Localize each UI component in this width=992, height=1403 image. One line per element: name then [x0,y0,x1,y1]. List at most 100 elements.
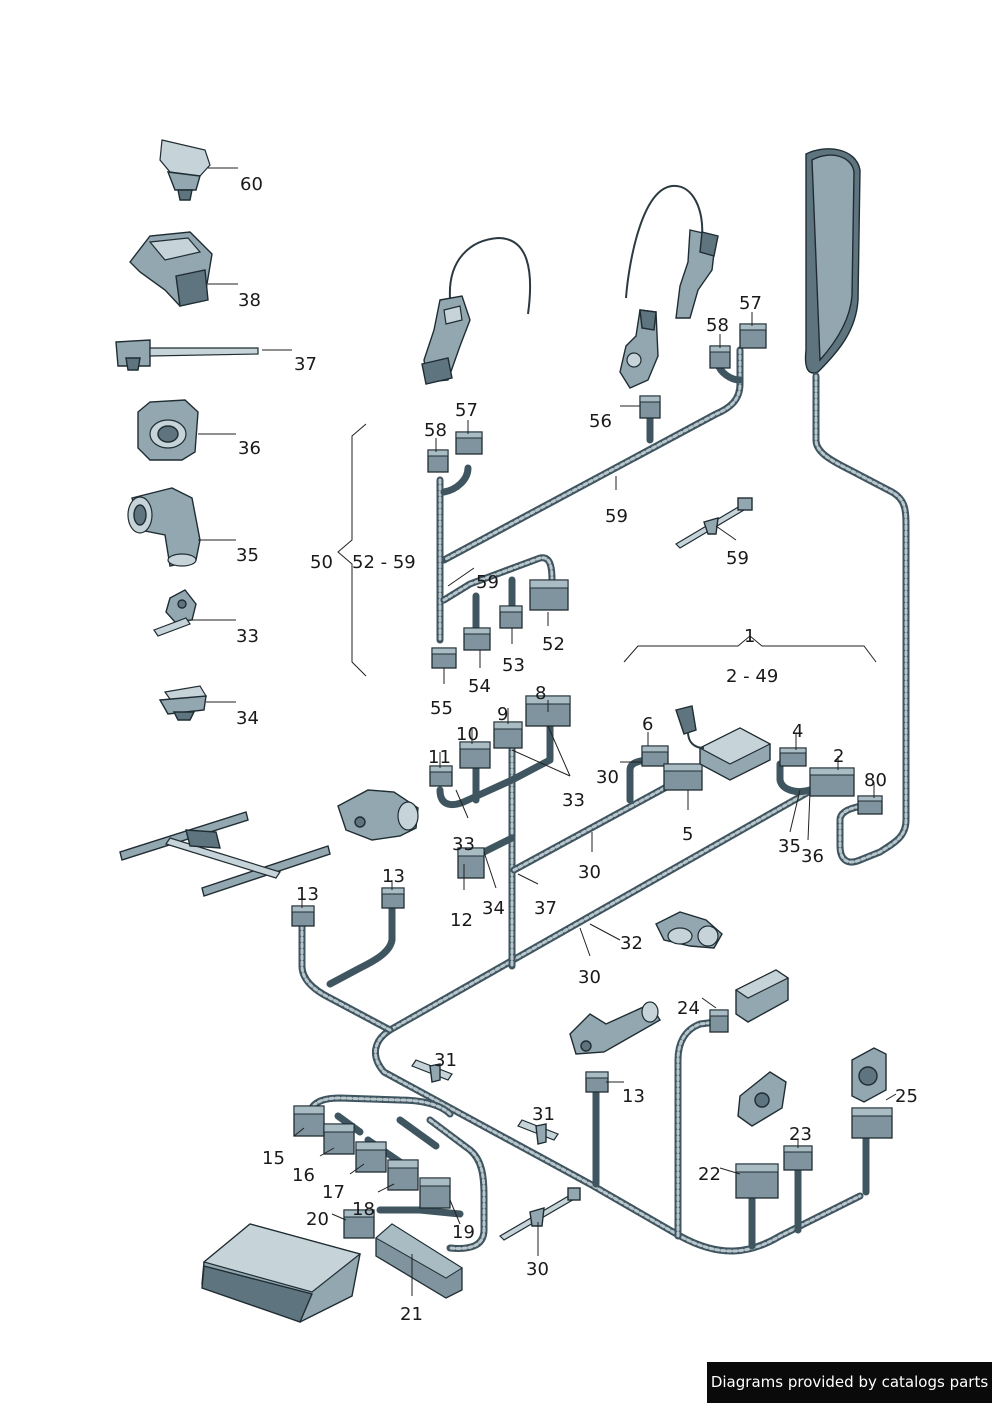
callout-5: 5 [682,824,693,845]
connector-6 [641,745,669,767]
callout-80: 80 [864,770,887,791]
connector-19 [419,1177,451,1209]
callout-30-tie: 30 [526,1259,549,1280]
connector-4 [779,747,807,767]
connector-52 [529,579,569,611]
connector-10 [459,741,491,769]
callout-18: 18 [352,1199,375,1220]
part-36-grommet [137,399,199,461]
callout-59-upper: 59 [605,506,628,527]
callout-52: 52 [542,634,565,655]
callout-34-main: 34 [482,898,505,919]
callout-59-mid: 59 [476,572,499,593]
bracket-52-59 [337,423,367,677]
callout-58-upper: 58 [424,420,447,441]
connector-17 [355,1141,387,1173]
callout-32: 32 [620,933,643,954]
callout-6: 6 [642,714,653,735]
callout-16: 16 [292,1165,315,1186]
connector-58-upper [427,449,449,473]
grommet-32-area [655,911,723,949]
callout-10: 10 [456,724,479,745]
callout-31-a: 31 [434,1050,457,1071]
connector-58-right [709,345,731,369]
connector-18 [387,1159,419,1191]
callout-30-lower: 30 [578,967,601,988]
part-35-elbow-grommet [127,487,201,567]
callout-21: 21 [400,1304,423,1325]
connector-54 [463,627,491,651]
part-37-cable-tie [115,339,259,371]
connector-23 [783,1145,813,1171]
clip-31-a [411,1059,453,1083]
callout-33: 33 [236,626,259,647]
callout-8: 8 [535,683,546,704]
connector-16 [323,1123,355,1155]
callout-23: 23 [789,1124,812,1145]
connector-57-upper [455,431,483,455]
callout-60: 60 [240,174,263,195]
connector-25 [851,1107,893,1139]
seat-motor-cable-right [625,184,719,319]
callout-36: 36 [238,438,261,459]
connector-20 [343,1209,375,1239]
callout-52-59: 52 - 59 [352,552,416,573]
lumbar-unit [737,1071,787,1127]
seat-rail-assembly [119,811,331,897]
callout-33-lower: 33 [452,834,475,855]
seat-motor-mid [337,789,419,841]
callout-59-tie: 59 [726,548,749,569]
seat-motor-lower [569,1001,661,1055]
callout-36-main: 36 [801,846,824,867]
callout-57-upper: 57 [455,400,478,421]
callout-54: 54 [468,676,491,697]
bracket-2-49 [623,635,877,663]
callout-11: 11 [428,747,451,768]
callout-53: 53 [502,655,525,676]
connector-2 [809,767,855,797]
connector-57-right [739,323,767,349]
connector-13-left-a [291,905,315,927]
callout-9: 9 [497,704,508,725]
connector-56 [639,395,661,419]
callout-12: 12 [450,910,473,931]
callout-58-right: 58 [706,315,729,336]
callout-35: 35 [236,545,259,566]
callout-labels: 60 38 37 36 35 33 34 50 52 - 59 58 57 58… [236,174,918,1325]
connector-11 [429,765,453,787]
connector-53 [499,605,523,629]
callout-25: 25 [895,1086,918,1107]
callout-35-main: 35 [778,836,801,857]
seat-motor-cable-left [421,236,532,385]
callout-20: 20 [306,1209,329,1230]
connector-5 [663,763,703,791]
callout-13-left-b: 13 [382,866,405,887]
seat-control-module [201,1223,362,1323]
connector-15 [293,1105,325,1137]
seat-motor-gear-unit [619,309,659,389]
connector-9 [493,721,523,749]
callout-24: 24 [677,998,700,1019]
part-34-clip [158,685,207,721]
callout-30-mid: 30 [578,862,601,883]
callout-55: 55 [430,698,453,719]
callout-31-b: 31 [532,1104,555,1125]
backrest-side-pad [804,148,861,374]
clip-31-b [517,1119,559,1145]
callout-56: 56 [589,411,612,432]
callout-4: 4 [792,721,803,742]
callout-33-main: 33 [562,790,585,811]
part-60-clip [159,139,211,201]
callout-2-49: 2 - 49 [726,666,778,687]
harness-upper [436,346,744,644]
footer-credit: Diagrams provided by catalogs parts [707,1362,992,1403]
part-33-clip [153,589,197,637]
bracket-24 [734,969,790,1023]
callout-17: 17 [322,1182,345,1203]
connector-22 [735,1163,779,1199]
control-module-6 [675,705,772,781]
callout-22: 22 [698,1164,721,1185]
callout-34: 34 [236,708,259,729]
callout-1: 1 [744,626,755,647]
